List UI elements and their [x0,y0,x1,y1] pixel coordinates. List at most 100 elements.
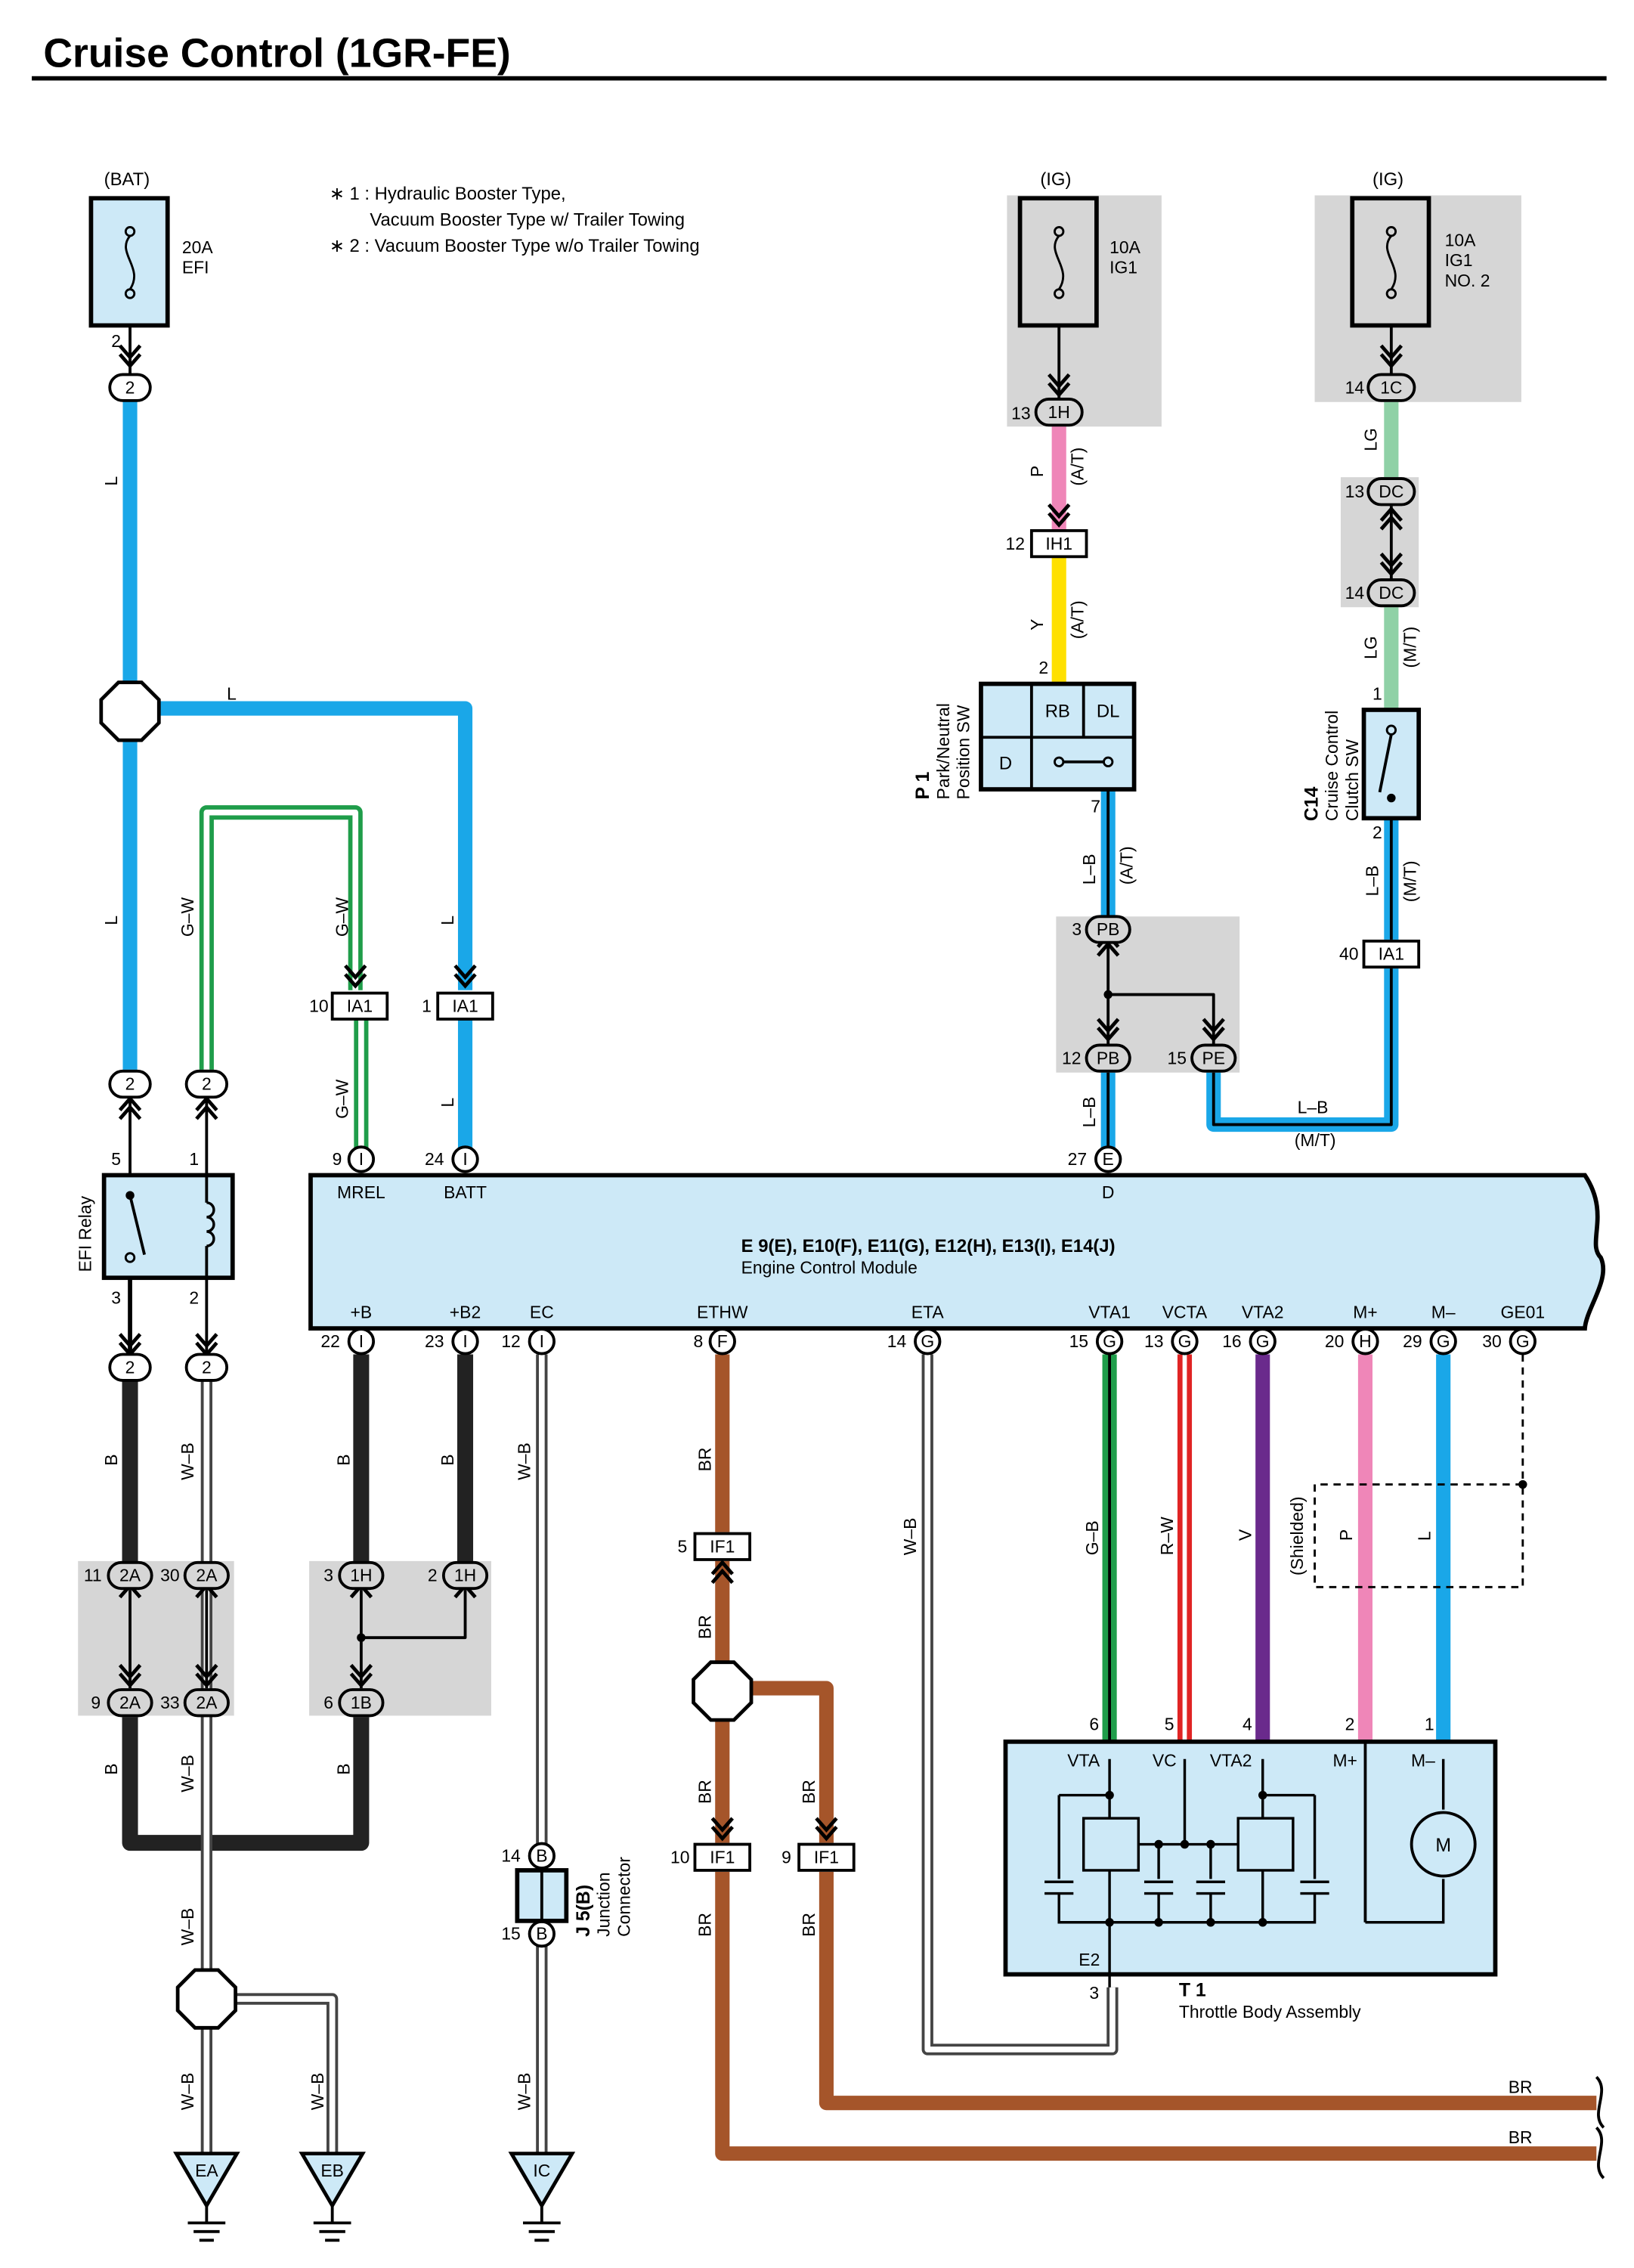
ecm-name: Engine Control Module [741,1257,918,1277]
svg-text:BR: BR [695,1448,714,1472]
svg-text:2: 2 [111,331,121,351]
conn-DC-13: DC [1366,477,1416,507]
efi-relay [101,1173,235,1281]
svg-text:2: 2 [1372,823,1382,842]
svg-text:1H: 1H [454,1566,476,1585]
svg-text:11: 11 [84,1566,102,1585]
j5-name-2: Connector [614,1857,633,1937]
svg-text:13: 13 [1345,482,1365,501]
svg-text:15: 15 [501,1924,520,1944]
svg-text:12: 12 [1005,534,1025,553]
engine-control-module [308,1173,1606,1331]
svg-text:E: E [1103,1149,1114,1169]
svg-text:DL: DL [1097,702,1120,722]
svg-text:L–B: L–B [1363,866,1382,897]
svg-text:IF1: IF1 [814,1847,839,1867]
wires [122,325,1597,2161]
fuse-ig1-no2 [1350,196,1431,328]
fuse-ig1no2-num: NO. 2 [1445,271,1490,290]
svg-text:G: G [1178,1331,1192,1351]
svg-text:EC: EC [530,1303,554,1322]
svg-text:10: 10 [309,996,329,1015]
svg-text:10: 10 [670,1847,690,1867]
conn-1C: 1C [1366,373,1416,402]
svg-text:29: 29 [1403,1331,1422,1351]
svg-text:RB: RB [1045,702,1070,722]
conn-PB-3: PB [1085,915,1131,944]
pin-F-8: F [708,1328,736,1356]
svg-text:2: 2 [125,1074,135,1094]
conn-2A-33: 2A [183,1688,230,1718]
svg-text:L–B: L–B [1079,854,1099,885]
svg-text:M–: M– [1431,1303,1456,1322]
svg-text:P: P [1336,1529,1356,1541]
svg-text:W–B: W–B [178,1442,197,1480]
pin-I-12: I [528,1328,556,1356]
rect-connectors: IH1 IA1 IA1 IA1 IF1 IF1 IF1 [330,529,1421,1872]
svg-text:12: 12 [1062,1048,1081,1067]
ig-label-1: (IG) [1040,169,1071,190]
svg-text:9: 9 [333,1149,342,1169]
conn-2A-30: 2A [183,1560,230,1591]
svg-text:14: 14 [501,1845,521,1865]
svg-text:ETA: ETA [911,1303,945,1322]
svg-text:G: G [1256,1331,1270,1351]
pin-B-14: B [528,1842,556,1870]
svg-text:BR: BR [695,1615,714,1639]
j5-id: J 5(B) [574,1885,594,1937]
j5-name-1: Junction [594,1872,614,1936]
svg-text:MREL: MREL [337,1182,385,1202]
svg-text:BR: BR [1509,2127,1533,2147]
svg-text:3: 3 [1089,1983,1099,2003]
svg-text:H: H [1359,1331,1372,1351]
svg-text:PB: PB [1097,919,1120,939]
p1-name-2: Position SW [954,705,973,799]
svg-text:GE01: GE01 [1500,1303,1545,1322]
conn-2A-9: 2A [107,1688,153,1718]
ground-IC: IC [508,2152,576,2242]
svg-text:1H: 1H [1048,402,1070,422]
t1-pin-labels: VTA VC VTA2 M+ M– E2 [1067,1750,1435,1969]
junction-connector-j5 [515,1868,569,1923]
svg-text:8: 8 [694,1331,704,1351]
wire-break-marks [1595,2075,1605,2180]
svg-text:VTA2: VTA2 [1242,1303,1284,1322]
motor-symbol [1410,1811,1477,1878]
svg-text:BR: BR [695,1913,714,1937]
svg-text:EB: EB [320,2161,344,2180]
svg-text:F: F [717,1331,728,1351]
svg-text:2A: 2A [119,1566,141,1585]
pin-G-14: G [914,1328,942,1356]
conn-IA1-1: IA1 [436,991,494,1021]
c14-name-1: Cruise Control [1322,711,1342,822]
svg-text:VCTA: VCTA [1162,1303,1208,1322]
svg-text:5: 5 [111,1149,121,1169]
svg-text:27: 27 [1068,1149,1088,1169]
svg-text:VC: VC [1153,1750,1177,1770]
svg-text:G: G [1437,1331,1450,1351]
svg-text:13: 13 [1144,1331,1164,1351]
svg-text:2: 2 [125,1357,135,1377]
svg-text:L: L [438,916,457,925]
svg-text:15: 15 [1168,1048,1187,1067]
svg-text:7: 7 [1091,797,1100,816]
fuse-ig1-amp: 10A [1109,237,1140,257]
svg-text:LG: LG [1361,428,1381,451]
svg-text:DC: DC [1379,482,1403,501]
conn-2-relay-bot-b: 2 [184,1352,229,1382]
svg-text:IA1: IA1 [1379,944,1404,964]
t1-name: Throttle Body Assembly [1179,2002,1361,2022]
conn-1H-top: 1H [1034,398,1084,427]
svg-text:1B: 1B [351,1693,372,1712]
svg-text:W–B: W–B [900,1518,920,1556]
svg-text:IF1: IF1 [710,1847,735,1867]
svg-text:BR: BR [799,1780,819,1804]
fuse-efi-amp: 20A [182,237,213,257]
conn-2-relay-top-a: 2 [108,1069,152,1099]
svg-text:(A/T): (A/T) [1117,846,1137,885]
svg-text:(M/T): (M/T) [1400,627,1419,668]
svg-text:D: D [1102,1182,1115,1202]
svg-text:1: 1 [422,996,432,1015]
clutch-switch [1361,708,1422,821]
svg-text:B: B [536,1924,547,1944]
